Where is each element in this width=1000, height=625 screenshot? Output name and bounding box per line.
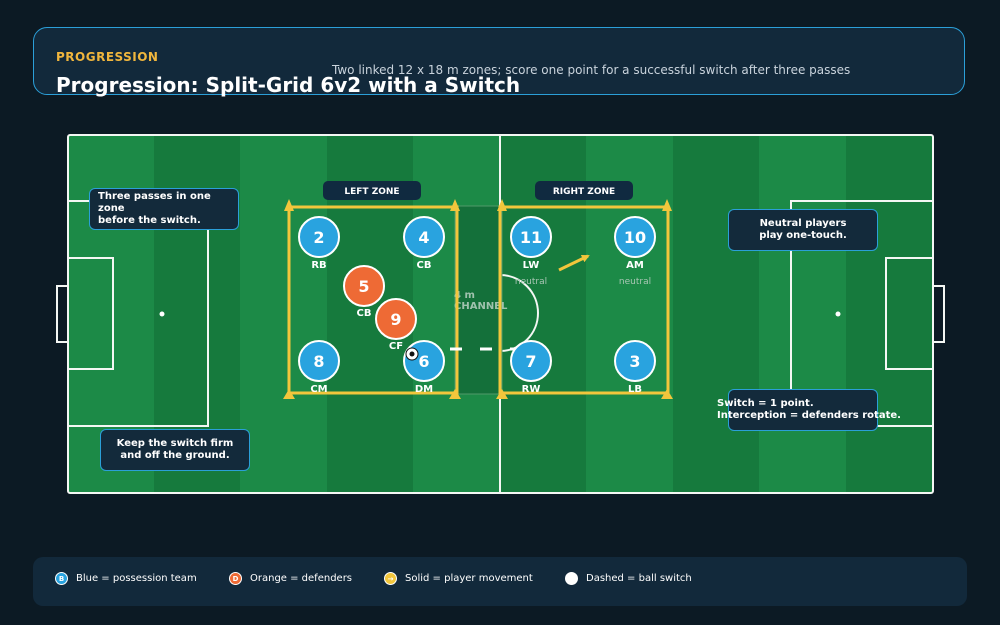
player-marker <box>343 265 385 307</box>
cone <box>449 389 461 399</box>
legend-item-blue: B Blue = possession team <box>55 572 197 585</box>
callout-three-passes: Three passes in one zone before the swit… <box>89 188 239 230</box>
player-2: 2RB <box>298 216 340 271</box>
player-note: neutral <box>619 277 651 287</box>
player-role: DM <box>415 384 433 395</box>
player-number: 11 <box>520 228 542 247</box>
player-marker <box>375 298 417 340</box>
cone <box>496 389 508 399</box>
legend-item-orange: D Orange = defenders <box>229 572 352 585</box>
section-kicker: PROGRESSION <box>56 50 159 64</box>
player-marker <box>614 216 656 258</box>
player-number: 6 <box>418 352 429 371</box>
player-number: 2 <box>313 228 324 247</box>
player-marker <box>510 340 552 382</box>
legend-item-movement: → Solid = player movement <box>384 572 533 585</box>
channel-label-bottom: CHANNEL <box>454 301 508 312</box>
player-role: CB <box>357 308 372 319</box>
turf-stripe <box>846 135 933 493</box>
legend-label-switch: Dashed = ball switch <box>586 573 692 584</box>
player-marker <box>403 216 445 258</box>
cone <box>284 199 294 211</box>
callout-three-passes-line1: Three passes in one zone <box>98 191 211 214</box>
orange-team-icon: D <box>229 572 242 585</box>
callout-scoring-line1: Switch = 1 point. <box>717 398 814 409</box>
left-zone-label: LEFT ZONE <box>344 187 399 197</box>
player-role: CF <box>389 341 403 352</box>
player-marker <box>298 216 340 258</box>
channel-label-top: 4 m <box>454 290 475 301</box>
player-role: RW <box>522 384 541 395</box>
callout-switch-firm-line2: and off the ground. <box>120 450 230 461</box>
callout-switch-firm-line1: Keep the switch firm <box>116 438 234 449</box>
ball-icon <box>405 347 419 361</box>
legend-item-switch: Dashed = ball switch <box>565 572 692 585</box>
header-panel: PROGRESSION Progression: Split-Grid 6v2 … <box>33 27 965 97</box>
arrow-right-icon: → <box>384 572 397 585</box>
page-subtitle: Two linked 12 x 18 m zones; score one po… <box>332 63 851 77</box>
player-note: neutral <box>515 277 547 287</box>
callout-neutral-players: Neutral players play one-touch. <box>728 209 878 251</box>
left-zone-box <box>287 205 459 395</box>
player-5: 5CB <box>343 265 385 319</box>
right-goal <box>932 285 945 343</box>
callout-three-passes-line2: before the switch. <box>98 215 201 226</box>
left-zone-tag <box>323 181 421 200</box>
legend-panel: B Blue = possession team D Orange = defe… <box>33 557 967 606</box>
player-role: LW <box>523 260 540 271</box>
left-goal <box>56 285 69 343</box>
player-7: 7RW <box>510 340 552 395</box>
player-role: CM <box>310 384 327 395</box>
player-role: CB <box>417 260 432 271</box>
blue-team-icon: B <box>55 572 68 585</box>
cone <box>283 389 295 399</box>
cone <box>450 199 460 211</box>
right-penalty-spot <box>835 311 841 317</box>
legend-label-blue: Blue = possession team <box>76 573 197 584</box>
player-4: 4CB <box>403 216 445 271</box>
player-number: 5 <box>358 277 369 296</box>
player-number: 10 <box>624 228 646 247</box>
page-title: Progression: Split-Grid 6v2 with a Switc… <box>56 73 521 97</box>
player-marker <box>614 340 656 382</box>
cone <box>662 199 672 211</box>
legend-label-movement: Solid = player movement <box>405 573 533 584</box>
player-marker <box>298 340 340 382</box>
callout-switch-firm: Keep the switch firm and off the ground. <box>100 429 250 471</box>
player-number: 7 <box>525 352 536 371</box>
right-zone-label: RIGHT ZONE <box>553 187 615 197</box>
callout-neutral-line1: Neutral players <box>759 218 847 229</box>
player-3: 3LB <box>614 340 656 395</box>
player-number: 9 <box>390 310 401 329</box>
player-number: 4 <box>418 228 429 247</box>
right-zone-tag <box>535 181 633 200</box>
callout-scoring: Switch = 1 point. Interception = defende… <box>717 389 901 431</box>
turf-stripe <box>673 135 759 493</box>
ball-switch-icon <box>565 572 578 585</box>
player-role: RB <box>311 260 326 271</box>
callout-scoring-line2: Interception = defenders rotate. <box>717 410 901 421</box>
player-number: 3 <box>629 352 640 371</box>
player-role: LB <box>628 384 642 395</box>
callout-neutral-line2: play one-touch. <box>759 230 847 241</box>
player-movement-arrow <box>558 254 590 272</box>
channel-area <box>454 205 503 395</box>
legend-label-orange: Orange = defenders <box>250 573 353 584</box>
player-9: 9CF <box>375 298 417 352</box>
player-number: 8 <box>313 352 324 371</box>
player-8: 8CM <box>298 340 340 395</box>
right-zone-box <box>498 205 670 395</box>
cone <box>497 199 507 211</box>
player-role: AM <box>626 260 644 271</box>
left-penalty-spot <box>159 311 165 317</box>
cone <box>661 389 673 399</box>
player-marker <box>510 216 552 258</box>
